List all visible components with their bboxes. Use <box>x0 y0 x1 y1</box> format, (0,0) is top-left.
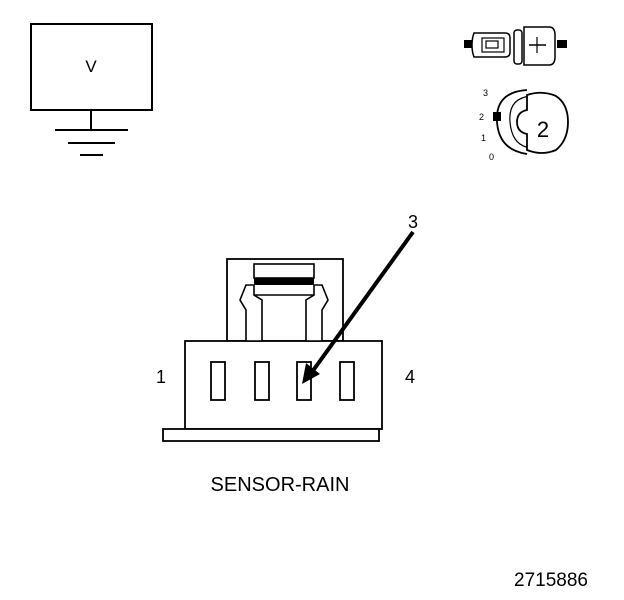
key-current-position: 2 <box>537 117 549 142</box>
pin-1-label: 1 <box>156 367 166 387</box>
key-position-0: 0 <box>489 152 494 162</box>
key-position-1: 1 <box>481 133 486 143</box>
connector-pin-1 <box>210 361 226 401</box>
key-position-3: 3 <box>483 88 488 98</box>
connector-pin-4 <box>339 361 355 401</box>
connector-caption: SENSOR-RAIN <box>211 474 350 496</box>
pin-4-label: 4 <box>405 367 415 387</box>
key-position-2: 2 <box>479 112 484 122</box>
connector-latch <box>239 263 329 342</box>
voltmeter-label: V <box>85 57 97 76</box>
connector-disconnect-icon <box>464 26 567 66</box>
callout-label: 3 <box>408 212 418 232</box>
connector-base-plate <box>162 428 380 442</box>
voltmeter-symbol: V <box>30 23 153 156</box>
connector-face <box>162 258 383 442</box>
callout-arrow <box>302 230 415 384</box>
connector-pin-2 <box>254 361 270 401</box>
ignition-key-icon: 3 2 1 0 2 <box>479 88 569 162</box>
figure-number: 2715886 <box>514 570 588 591</box>
ground-icon <box>55 129 128 156</box>
